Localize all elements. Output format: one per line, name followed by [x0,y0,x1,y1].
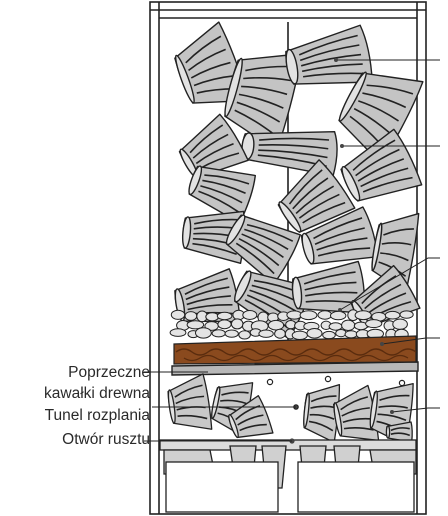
upper-wood-pile [167,21,425,339]
stone [292,331,307,339]
stone [212,330,225,337]
stone [385,311,400,319]
stone [400,311,413,318]
stone [287,311,302,319]
grate-base [160,440,416,512]
stone [218,320,231,329]
stone [206,313,219,321]
stone [231,319,243,329]
stone [323,331,336,338]
stone [171,310,184,319]
stone [217,312,232,319]
stone [185,312,197,321]
label-cross-wood-line1: Poprzeczne [68,363,150,382]
stone [393,319,408,329]
stone [318,311,332,319]
ember-bed [174,336,416,364]
tunnel-wood [166,374,415,448]
stone [243,311,257,320]
label-grate-opening: Otwór rusztu [62,430,150,449]
stone [239,331,251,339]
stone [225,330,238,337]
stone [259,330,273,337]
stone [196,328,212,338]
stone [345,331,357,338]
stone [268,320,283,330]
stone [331,311,346,319]
tunnel-log [166,374,213,435]
stone [355,311,371,320]
stone [300,311,317,320]
label-cross-wood-line2: kawałki drewna [44,384,150,403]
stone [342,320,355,330]
stone [307,329,322,339]
stone [170,329,186,337]
stone [275,329,286,338]
stone-layer [170,310,413,340]
stone [336,330,347,337]
label-ignition-tunnel: Tunel rozplania [45,406,150,425]
stone [366,320,382,328]
